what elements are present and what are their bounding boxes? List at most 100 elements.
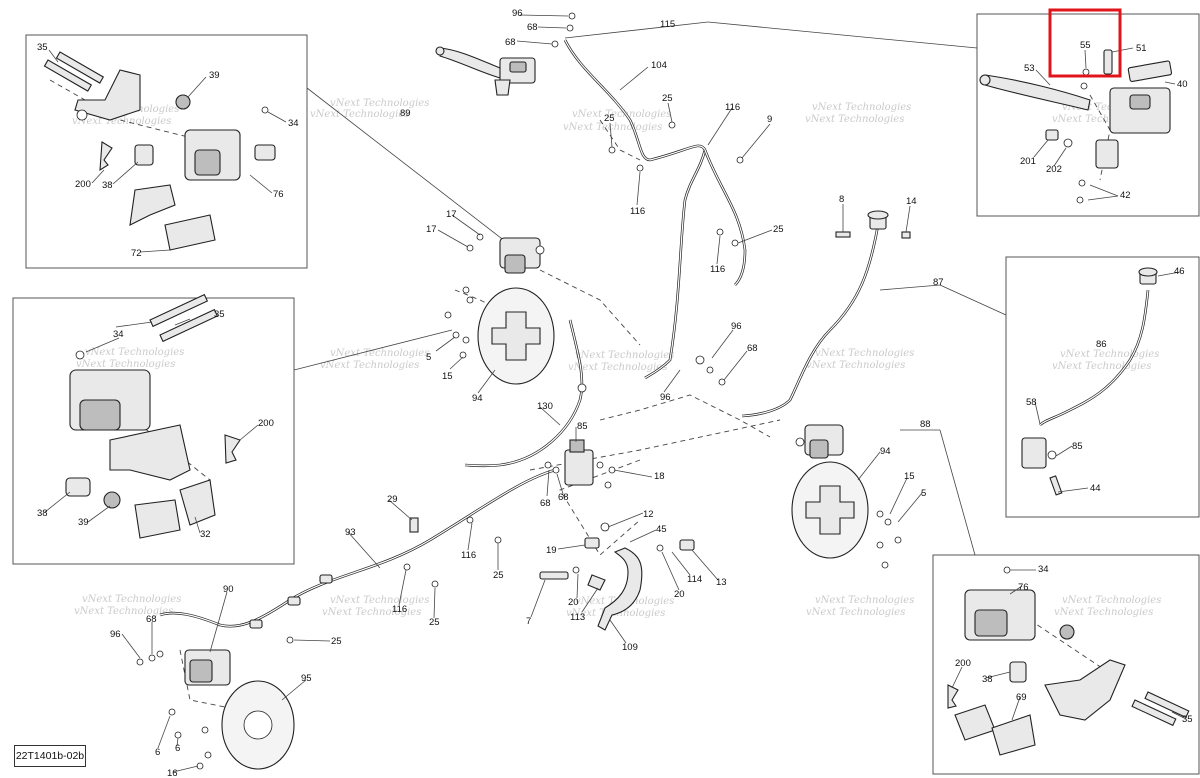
callout-label: 116 (725, 102, 740, 113)
brake-line-130 (464, 319, 584, 468)
callout-label: 25 (662, 93, 673, 104)
callout-label: 13 (716, 577, 727, 588)
callout-label: 45 (656, 524, 667, 535)
callout-label: 68 (540, 498, 551, 509)
watermark-text: vNext Technologies (330, 348, 429, 359)
watermark-text: vNext Technologies (1060, 349, 1159, 360)
callout-label: 115 (660, 19, 675, 30)
callout-label: 32 (200, 529, 211, 540)
rear-master-cylinder (544, 439, 616, 532)
front-right-caliper (795, 424, 844, 459)
callout-label: 38 (102, 180, 113, 191)
callout-label: 96 (110, 629, 121, 640)
callout-label: 15 (442, 371, 453, 382)
callout-label: 38 (982, 674, 993, 685)
watermark-text: vNext Technologies (568, 362, 667, 373)
callout-label: 55 (1080, 40, 1091, 51)
callout-label: 5 (426, 352, 431, 363)
callout-label: 34 (288, 118, 299, 129)
callout-label: 202 (1046, 164, 1062, 175)
front-left-brake-disc (444, 286, 555, 385)
callout-label: 76 (1018, 582, 1029, 593)
callout-label: 113 (570, 612, 585, 623)
highlight-box (1048, 8, 1122, 78)
detail-box-mid-right (1005, 256, 1200, 518)
callout-label: 12 (643, 509, 654, 520)
front-left-caliper (466, 233, 545, 274)
callout-label: 116 (630, 206, 645, 217)
callout-label: 89 (400, 108, 411, 119)
callout-label: 25 (429, 617, 440, 628)
callout-label: 39 (78, 517, 89, 528)
box-top-right-parts (979, 49, 1173, 204)
callout-label: 69 (1016, 692, 1027, 703)
watermark-text: vNext Technologies (806, 607, 905, 618)
callout-label: 94 (880, 446, 891, 457)
watermark-text: vNext Technologies (1054, 607, 1153, 618)
box-mid-right-parts (1021, 267, 1158, 496)
callout-label: 25 (331, 636, 342, 647)
callout-label: 17 (446, 209, 457, 220)
detail-box-bottom-right (932, 554, 1200, 775)
callout-label: 86 (1096, 339, 1107, 350)
watermark-text: vNext Technologies (310, 109, 409, 120)
callout-label: 76 (273, 189, 284, 200)
callout-label: 15 (904, 471, 915, 482)
callout-label: 17 (426, 224, 437, 235)
brake-line-104 (563, 39, 707, 162)
watermark-text: vNext Technologies (322, 607, 421, 618)
callout-label: 7 (526, 616, 531, 627)
callout-label: 58 (1026, 397, 1037, 408)
diagram-code-label: 22T1401b-02b (14, 745, 86, 767)
callout-label: 68 (747, 343, 758, 354)
callout-label: 104 (651, 60, 667, 71)
callout-label: 114 (687, 574, 702, 585)
callout-label: 53 (1024, 63, 1035, 74)
callout-label: 25 (493, 570, 504, 581)
watermark-text: vNext Technologies (1062, 595, 1161, 606)
box-mid-left-parts (65, 293, 241, 539)
callout-label: 109 (622, 642, 638, 653)
rear-brake-reservoir (835, 210, 911, 239)
watermark-text: vNext Technologies (815, 595, 914, 606)
callout-label: 200 (75, 179, 91, 190)
callout-label: 200 (955, 658, 971, 669)
callout-label: 93 (345, 527, 356, 538)
callout-label: 29 (387, 494, 398, 505)
watermark-text: vNext Technologies (72, 116, 171, 127)
front-master-cylinder (435, 12, 576, 96)
watermark-text: vNext Technologies (806, 360, 905, 371)
watermark-text: vNext Technologies (82, 594, 181, 605)
watermark-text: vNext Technologies (1052, 361, 1151, 372)
watermark-text: vNext Technologies (563, 122, 662, 133)
watermark-text: vNext Technologies (812, 102, 911, 113)
front-right-brake-disc (791, 461, 902, 569)
callout-label: 42 (1120, 190, 1131, 201)
callout-label: 116 (392, 604, 407, 615)
watermark-text: vNext Technologies (74, 606, 173, 617)
callout-leaders (44, 14, 1185, 773)
callout-label: 116 (461, 550, 476, 561)
callout-label: 35 (1182, 714, 1193, 725)
callout-label: 96 (660, 392, 671, 403)
watermark-text: vNext Technologies (320, 360, 419, 371)
callout-label: 6 (155, 747, 160, 758)
callout-label: 16 (167, 768, 178, 778)
callout-label: 46 (1174, 266, 1185, 277)
watermark-text: vNext Technologies (815, 348, 914, 359)
brake-line-86 (1039, 289, 1150, 426)
brake-line-116-upper (644, 149, 747, 380)
callout-label: 51 (1136, 43, 1147, 54)
callout-label: 19 (546, 545, 557, 556)
callout-label: 34 (113, 329, 124, 340)
watermark-text: vNext Technologies (575, 350, 674, 361)
callout-label: 35 (214, 309, 225, 320)
callout-label: 14 (906, 196, 917, 207)
callout-label: 18 (654, 471, 665, 482)
callout-label: 38 (37, 508, 48, 519)
rear-caliper (136, 649, 231, 686)
brake-line-87 (741, 224, 880, 418)
brake-pedal (539, 537, 695, 631)
callout-label: 96 (731, 321, 742, 332)
